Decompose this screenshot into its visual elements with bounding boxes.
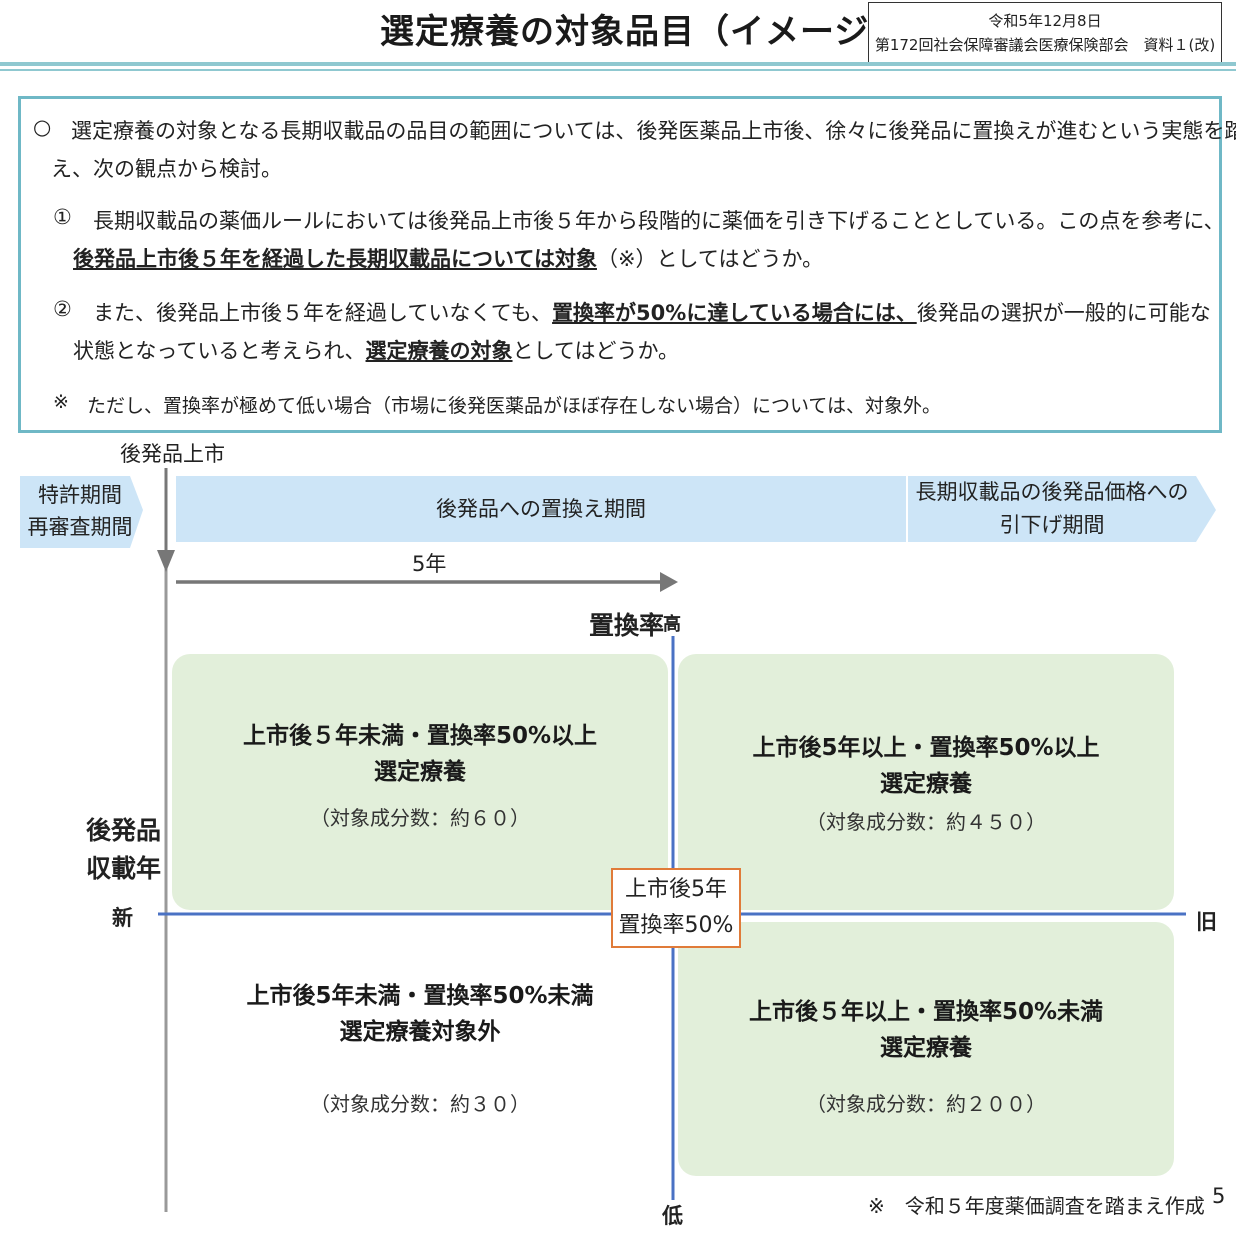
x-axis-new: 新 (112, 906, 133, 930)
y-axis-low: 低 (662, 1204, 683, 1228)
item-2-pre: また、後発品上市後５年を経過していなくても、 (93, 301, 553, 325)
meeting-date: 令和5年12月8日 (988, 12, 1102, 30)
band-price-line-1: 長期収載品の後発品価格への (915, 480, 1189, 504)
x-axis-title-line-2: 収載年 (86, 854, 162, 883)
band-patent-line-2: 再審査期間 (27, 515, 133, 539)
band-price-line-2: 引下げ期間 (999, 513, 1105, 537)
meeting-info-box: 令和5年12月8日 第172回社会保障審議会医療保険部会 資料１(改) (868, 2, 1222, 66)
band-price-reduction-period (908, 476, 1216, 542)
page-number: 5 (1212, 1184, 1226, 1208)
generic-launch-label: 後発品上市 (120, 442, 225, 466)
item-2-emphasis-2: 選定療養の対象 (365, 339, 513, 363)
five-year-arrow-head (660, 572, 678, 592)
summary-panel: ○ 選定療養の対象となる長期収載品の品目の範囲については、後発医薬品上市後、徐々… (18, 96, 1236, 433)
item-1-number: ① (53, 205, 72, 229)
item-2-line-2-pre: 状態となっていると考えられ、 (73, 339, 366, 363)
band-patent-label: 特許期間 再審査期間 (24, 479, 136, 543)
x-axis-old: 旧 (1196, 910, 1217, 934)
header-rule-thin (0, 69, 1236, 71)
quadrant-top-right-count: （対象成分数：約４５０） (806, 810, 1046, 834)
five-year-label: 5年 (412, 552, 447, 576)
quadrant-top-left-count: （対象成分数：約６０） (310, 806, 530, 830)
launch-arrow-head (157, 550, 175, 572)
x-axis-title-line-1: 後発品 (86, 816, 162, 845)
quadrant-bottom-left: 上市後5年未満・置換率50%未満 選定療養対象外 （対象成分数：約３０） (172, 922, 668, 1176)
center-threshold-rate: 置換率50% (618, 913, 734, 938)
intro-line-1: 選定療養の対象となる長期収載品の品目の範囲については、後発医薬品上市後、徐々に後… (71, 119, 1236, 143)
item-1-rest: （※）としてはどうか。 (596, 247, 824, 271)
item-1-line-2: 後発品上市後５年を経過した長期収載品については対象（※）としてはどうか。 (73, 243, 823, 273)
item-2-line-2-post: としてはどうか。 (512, 339, 680, 363)
quadrant-bottom-right: 上市後５年以上・置換率50%未満 選定療養 （対象成分数：約２００） (678, 922, 1174, 1176)
item-2-line-2: 状態となっていると考えられ、選定療養の対象としてはどうか。 (73, 335, 679, 365)
band-price-label: 長期収載品の後発品価格への 引下げ期間 (908, 476, 1196, 542)
y-axis-high: 高 (663, 614, 681, 635)
bullet-mark: ○ (33, 115, 52, 139)
quadrant-bottom-left-count: （対象成分数：約３０） (310, 1092, 530, 1116)
center-threshold-years: 上市後5年 (625, 877, 727, 902)
note-text: ただし、置換率が極めて低い場合（市場に後発医薬品がほぼ存在しない場合）については… (87, 395, 942, 417)
band-patent-line-1: 特許期間 (38, 483, 122, 507)
band-substitution-period (176, 476, 906, 542)
quadrant-bottom-right-status: 選定療養 (880, 1035, 972, 1061)
item-2-line-1: また、後発品上市後５年を経過していなくても、置換率が50%に達している場合には、… (93, 297, 1211, 327)
page-title: 選定療養の対象品目（イメージ） (380, 12, 905, 52)
item-1-emphasis: 後発品上市後５年を経過した長期収載品については対象 (73, 247, 597, 271)
y-axis-title: 置換率 (589, 611, 665, 640)
quadrant-top-right: 上市後5年以上・置換率50%以上 選定療養 （対象成分数：約４５０） (678, 654, 1174, 910)
note-mark: ※ (53, 391, 69, 413)
meeting-name: 第172回社会保障審議会医療保険部会 資料１(改) (874, 36, 1216, 54)
quadrant-bottom-left-status: 選定療養対象外 (339, 1019, 501, 1045)
intro-line-2: え、次の観点から検討。 (51, 157, 282, 181)
x-axis-title: 後発品 収載年 (86, 812, 161, 888)
quadrant-top-right-status: 選定療養 (880, 771, 972, 797)
quadrant-top-left-status: 選定療養 (374, 759, 466, 785)
band-substitution-label: 後発品への置換え期間 (436, 497, 646, 521)
item-2-emphasis-1: 置換率が50%に達している場合には、 (552, 301, 917, 325)
item-1-line-1: 長期収載品の薬価ルールにおいては後発品上市後５年から段階的に薬価を引き下げること… (93, 209, 1225, 233)
quadrant-bottom-right-title: 上市後５年以上・置換率50%未満 (748, 999, 1104, 1025)
center-threshold-box: 上市後5年 置換率50% (611, 868, 741, 948)
header-rule (0, 62, 1236, 66)
footer-note: ※ 令和５年度薬価調査を踏まえ作成 (868, 1194, 1205, 1218)
quadrant-top-left-title: 上市後５年未満・置換率50%以上 (242, 723, 598, 749)
quadrant-bottom-left-title: 上市後5年未満・置換率50%未満 (246, 983, 594, 1009)
quadrant-bottom-right-count: （対象成分数：約２００） (806, 1092, 1046, 1116)
quadrant-top-left: 上市後５年未満・置換率50%以上 選定療養 （対象成分数：約６０） (172, 654, 668, 910)
band-patent-period (20, 476, 143, 548)
item-2-number: ② (53, 297, 72, 321)
quadrant-top-right-title: 上市後5年以上・置換率50%以上 (752, 735, 1100, 761)
item-2-post: 後発品の選択が一般的に可能な (916, 301, 1211, 325)
